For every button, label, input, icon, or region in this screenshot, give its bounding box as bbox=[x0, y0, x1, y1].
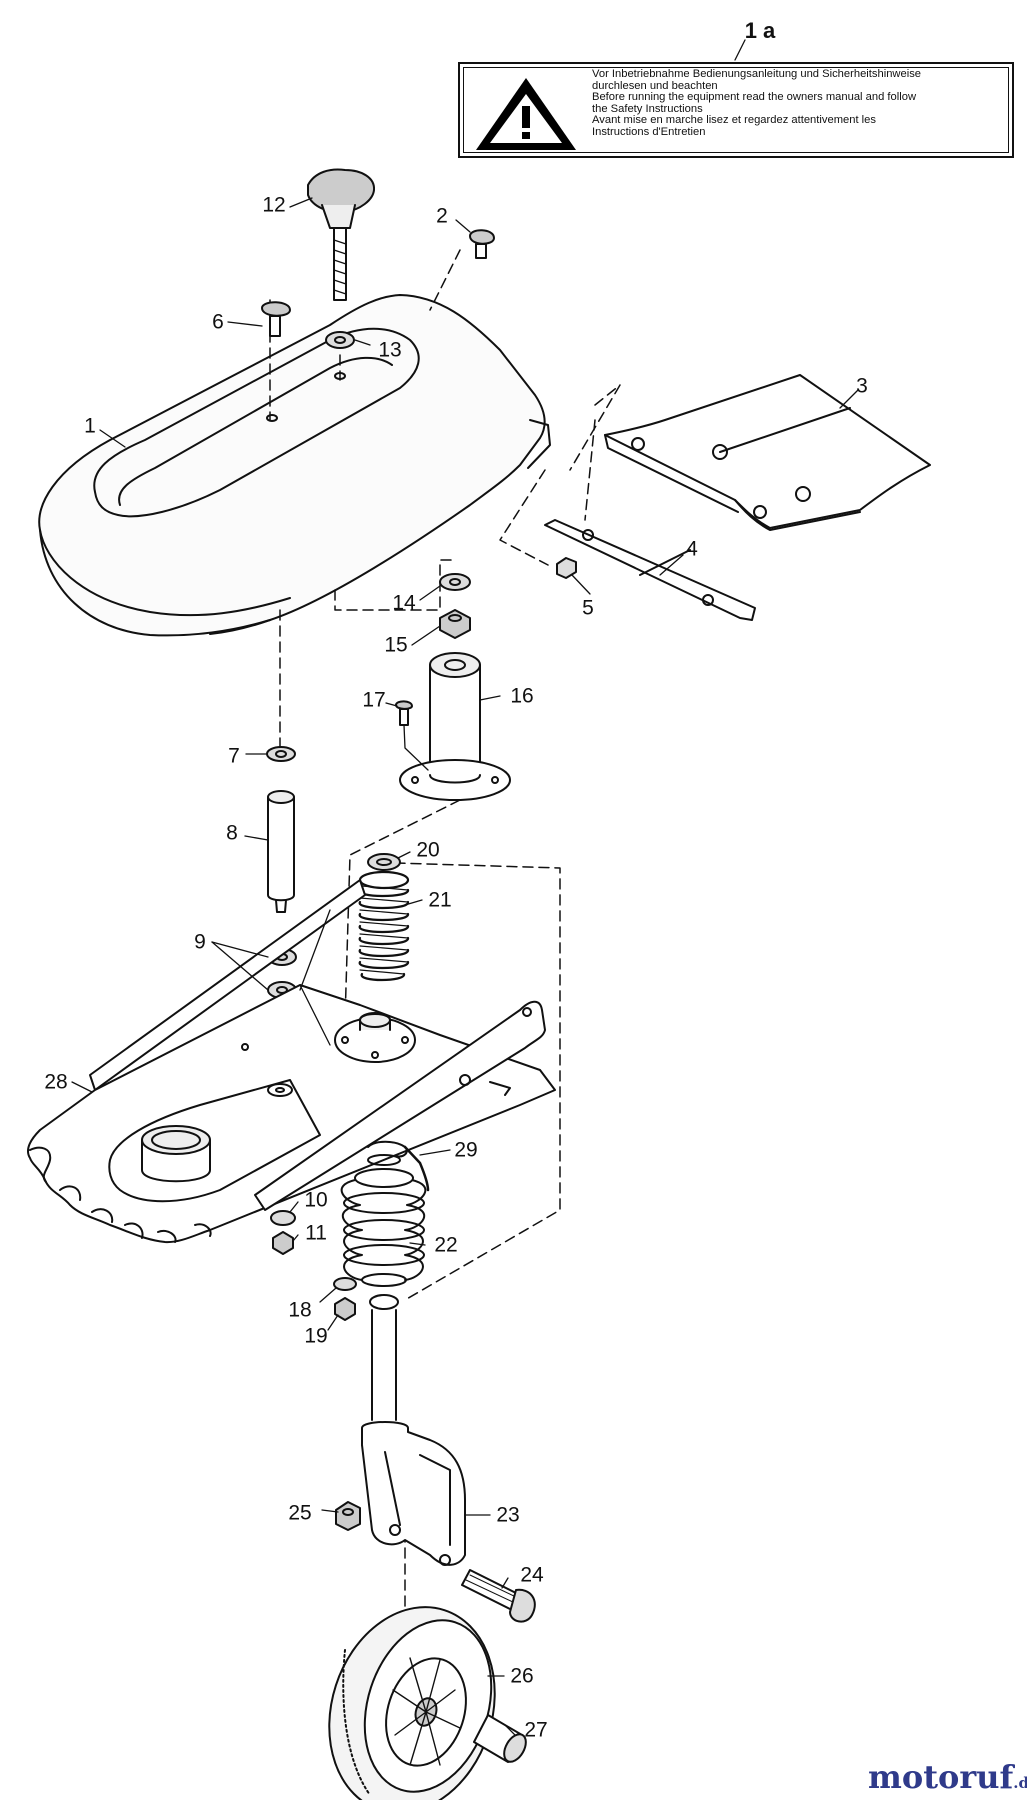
part-5-nut bbox=[556, 557, 577, 579]
callout-25: 25 bbox=[288, 1501, 312, 1525]
part-20-washer bbox=[367, 853, 401, 871]
part-4-strip bbox=[544, 519, 756, 621]
warning-line: Vor Inbetriebnahme Bedienungsanleitung u… bbox=[592, 69, 922, 80]
callout-19: 19 bbox=[304, 1324, 328, 1348]
part-22-bellows bbox=[340, 1154, 427, 1287]
part-1-cover bbox=[38, 294, 551, 637]
warning-label-inner: Vor Inbetriebnahme Bedienungsanleitung u… bbox=[463, 67, 1009, 153]
warning-line: Avant mise en marche lisez et regardez a… bbox=[592, 115, 876, 127]
callout-27: 27 bbox=[524, 1718, 548, 1742]
callout-24: 24 bbox=[520, 1563, 544, 1587]
callout-20: 20 bbox=[416, 838, 440, 862]
callout-1: 1 bbox=[84, 414, 96, 438]
part-17-screw bbox=[395, 700, 429, 771]
brand-tld: .de bbox=[1013, 1774, 1027, 1792]
part-29-clip bbox=[367, 1140, 430, 1192]
part-25-nut bbox=[335, 1501, 361, 1531]
callout-23: 23 bbox=[496, 1503, 520, 1527]
brand-name: motoruf bbox=[868, 1758, 1014, 1796]
part-7-nut bbox=[266, 746, 296, 762]
warning-line: durchlesen und beachten bbox=[592, 80, 718, 92]
part-18-washer bbox=[333, 1277, 357, 1291]
callout-28: 28 bbox=[44, 1070, 68, 1094]
warning-text: Vor Inbetriebnahme Bedienungsanleitung u… bbox=[592, 69, 1010, 139]
part-13-washer bbox=[325, 331, 355, 380]
callout-15: 15 bbox=[384, 633, 408, 657]
callout-21: 21 bbox=[428, 888, 452, 912]
brand-watermark: motoruf.de bbox=[868, 1758, 1027, 1796]
part-11-nut bbox=[272, 1231, 294, 1255]
callout-6: 6 bbox=[212, 310, 224, 334]
part-16-tube bbox=[399, 652, 511, 801]
callout-9: 9 bbox=[194, 930, 206, 954]
callout-26: 26 bbox=[510, 1664, 534, 1688]
callout-5: 5 bbox=[582, 596, 594, 620]
callout-12: 12 bbox=[262, 193, 286, 217]
callout-14: 14 bbox=[392, 591, 416, 615]
part-19-nut bbox=[334, 1297, 356, 1321]
callout-8: 8 bbox=[226, 821, 238, 845]
callout-4: 4 bbox=[686, 537, 698, 561]
warning-line: Instructions d'Entretien bbox=[592, 126, 706, 138]
part-3-plate bbox=[604, 374, 931, 531]
callout-29: 29 bbox=[454, 1138, 478, 1162]
warning-triangle-icon bbox=[476, 78, 576, 150]
callout-13: 13 bbox=[378, 338, 402, 362]
callout-18: 18 bbox=[288, 1298, 312, 1322]
part-21-spring bbox=[358, 870, 410, 982]
part-28-base-plate bbox=[27, 879, 556, 1244]
callout-3: 3 bbox=[856, 374, 868, 398]
leader-lines bbox=[71, 39, 859, 1736]
callout-7: 7 bbox=[228, 744, 240, 768]
figure-label: 1 a bbox=[744, 18, 776, 43]
safety-warning-label: Vor Inbetriebnahme Bedienungsanleitung u… bbox=[458, 62, 1014, 158]
callout-16: 16 bbox=[510, 684, 534, 708]
part-10-washer bbox=[270, 1210, 296, 1226]
part-2-bolt bbox=[469, 229, 495, 259]
part-26-wheel bbox=[328, 1606, 496, 1800]
callout-17: 17 bbox=[362, 688, 386, 712]
part-27-sleeve bbox=[473, 1714, 527, 1763]
callout-11: 11 bbox=[305, 1221, 327, 1245]
warning-line: Before running the equipment read the ow… bbox=[592, 92, 917, 104]
part-6-bolt bbox=[261, 301, 291, 422]
part-8-spacer bbox=[267, 790, 295, 913]
callout-2: 2 bbox=[436, 204, 448, 228]
part-14-washer bbox=[439, 573, 471, 591]
callout-22: 22 bbox=[434, 1233, 458, 1257]
warning-line: the Safety Instructions bbox=[592, 103, 703, 115]
part-15-nut bbox=[439, 609, 471, 639]
part-12-knob-bolt bbox=[307, 168, 376, 301]
part-23-fork bbox=[361, 1294, 466, 1566]
callout-10: 10 bbox=[304, 1188, 328, 1212]
